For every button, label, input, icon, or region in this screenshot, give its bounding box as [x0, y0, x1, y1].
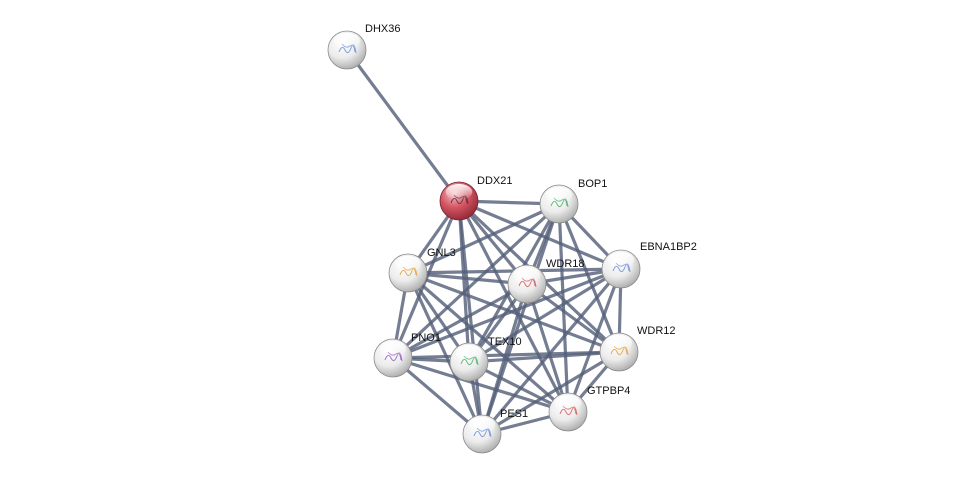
- node-label: DHX36: [365, 23, 400, 35]
- edge-bop1-pno1: [391, 202, 561, 360]
- node-label: WDR12: [637, 325, 676, 337]
- node-gloss: [455, 345, 483, 361]
- node-gloss: [445, 184, 473, 200]
- node-label: GNL3: [427, 247, 456, 259]
- node-gtpbp4[interactable]: GTPBP4: [548, 385, 630, 432]
- node-bop1[interactable]: BOP1: [539, 178, 607, 224]
- node-gloss: [333, 33, 361, 49]
- node-wdr18[interactable]: WDR18: [507, 258, 585, 304]
- node-label: WDR18: [546, 258, 585, 270]
- node-label: DDX21: [477, 175, 512, 187]
- node-tex10[interactable]: TEX10: [449, 336, 522, 382]
- node-label: BOP1: [578, 178, 607, 190]
- edge-ebna1bp2-tex10: [467, 267, 623, 364]
- edge-wdr12-pes1: [480, 350, 621, 436]
- edge-wdr18-pno1: [391, 282, 529, 360]
- edge-gnl3-gtpbp4: [406, 271, 570, 414]
- node-gloss: [513, 267, 541, 283]
- node-dhx36[interactable]: DHX36: [327, 23, 400, 70]
- edge-bop1-gtpbp4: [557, 202, 570, 414]
- node-label: EBNA1BP2: [640, 241, 697, 253]
- node-ebna1bp2[interactable]: EBNA1BP2: [601, 241, 697, 289]
- edge-gnl3-wdr18: [406, 271, 529, 286]
- node-wdr12[interactable]: WDR12: [599, 325, 676, 372]
- edge-pno1-gtpbp4: [391, 356, 570, 414]
- node-gloss: [468, 417, 496, 433]
- edge-gnl3-pes1: [406, 271, 484, 436]
- edge-wdr18-gtpbp4: [525, 282, 570, 414]
- edge-ddx21-gtpbp4: [457, 199, 570, 414]
- node-gloss: [394, 256, 422, 272]
- edge-ebna1bp2-pno1: [391, 267, 623, 360]
- edge-dhx36-ddx21: [345, 48, 461, 203]
- edge-ebna1bp2-pes1: [480, 267, 623, 436]
- edge-bop1-gnl3: [406, 202, 561, 275]
- node-gloss: [379, 341, 407, 357]
- node-gloss: [607, 252, 635, 268]
- edge-tex10-wdr12: [467, 350, 621, 364]
- edge-bop1-wdr12: [557, 202, 621, 354]
- edge-ebna1bp2-gtpbp4: [566, 267, 623, 414]
- edge-ddx21-pes1: [457, 199, 484, 436]
- node-gloss: [554, 395, 582, 411]
- node-pno1[interactable]: PNO1: [373, 332, 441, 378]
- node-gloss: [545, 187, 573, 203]
- node-label: TEX10: [488, 336, 522, 348]
- node-gloss: [605, 335, 633, 351]
- edge-pno1-pes1: [391, 356, 484, 436]
- node-label: GTPBP4: [587, 385, 630, 397]
- node-gnl3[interactable]: GNL3: [388, 247, 456, 293]
- node-label: PNO1: [411, 332, 441, 344]
- node-ddx21[interactable]: DDX21: [439, 175, 512, 221]
- node-pes1[interactable]: PES1: [462, 408, 528, 454]
- node-label: PES1: [500, 408, 528, 420]
